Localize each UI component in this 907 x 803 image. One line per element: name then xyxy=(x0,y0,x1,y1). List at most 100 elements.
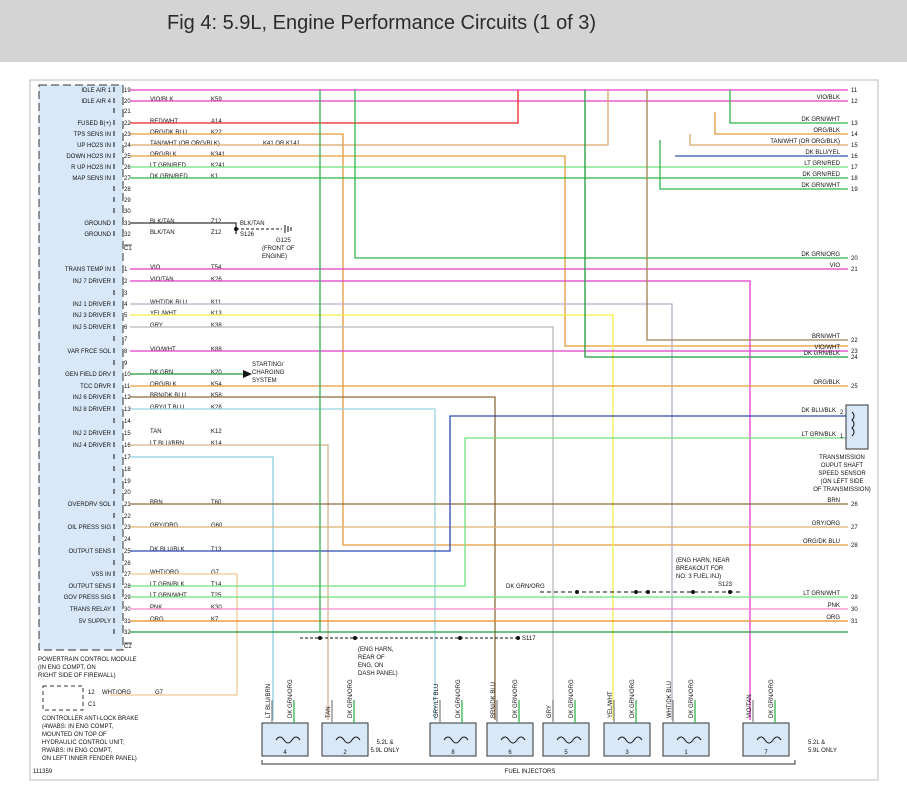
splice-dot xyxy=(458,636,462,640)
injector-wire-label: VIO/TAN xyxy=(747,694,753,718)
injector-box xyxy=(486,722,534,757)
pcm-pin-label: OVERDRV SOL xyxy=(68,502,112,508)
pcm-pin-number: 7 xyxy=(124,337,128,343)
wire-color-label: VIO xyxy=(150,265,161,271)
injector-coil-icon xyxy=(556,736,582,744)
wire-dk-grn-blk-24 xyxy=(584,90,848,358)
right-wire-number: 18 xyxy=(851,176,858,182)
abs-controller-box xyxy=(42,685,84,711)
starting-charging-label: STARTING/ xyxy=(252,362,284,368)
pcm-pin-label: MAP SENS IN xyxy=(72,176,111,182)
pcm-pin-number: 13 xyxy=(124,407,131,413)
pcm-pin-label: INJ 4 DRIVER xyxy=(73,443,112,449)
wire-gry xyxy=(130,326,554,720)
circuit-label: G7 xyxy=(211,570,220,576)
right-wire-color: DK GRN/WHT xyxy=(801,117,840,123)
arrow-icon xyxy=(243,370,252,378)
pcm-pin-label: R UP HO2S IN xyxy=(71,165,111,171)
wire-color-label: WHT/DK BLU xyxy=(150,300,187,306)
splice-s123-note: (ENG HARN, NEAR xyxy=(676,558,730,564)
pcm-pin-number: 2 xyxy=(124,279,128,285)
splice-wire-label: DK GRN/ORG xyxy=(506,584,545,590)
wire-color-label: DK GRN/RED xyxy=(150,174,188,180)
pcm-pin-number: 5 xyxy=(124,313,128,319)
wire-dk-blu-blk xyxy=(130,415,848,552)
wire-color-label: BLK/TAN xyxy=(150,219,175,225)
circuit-label: G60 xyxy=(211,523,223,529)
injectors-title: FUEL INJECTORS xyxy=(505,769,556,775)
wire-color-label: WHT/ORG xyxy=(150,570,179,576)
wire-color-label: PNK xyxy=(150,605,162,611)
injector-number: 1 xyxy=(684,750,688,756)
circuit-label: K58 xyxy=(211,393,222,399)
right-wire-color: DK GRN/BLK xyxy=(804,351,840,357)
pcm-pin-label: TRANS RELAY xyxy=(70,607,111,613)
pcm-pin-number: 32 xyxy=(124,232,131,238)
abs-wire: WHT/ORG xyxy=(102,690,131,696)
pcm-pin-label: GOV PRESS SIG xyxy=(64,595,112,601)
pcm-pin-number: 20 xyxy=(124,99,131,105)
wire-tan-wht-15 xyxy=(689,134,848,146)
pcm-pin-label: INJ 5 DRIVER xyxy=(73,325,112,331)
wire-color-label: ORG xyxy=(150,617,164,623)
pcm-pin-label: IDLE AIR 4 xyxy=(81,99,111,105)
injector-wire-label: DK GRN/ORG xyxy=(288,679,294,718)
pcm-pin-number: 1 xyxy=(124,267,128,273)
wire-color-label: VIO/WHT xyxy=(150,347,176,353)
right-wire-number: 12 xyxy=(851,99,858,105)
right-wire-color: DK GRN/RED xyxy=(802,172,840,178)
pcm-pin-label: TPS SENS IN xyxy=(74,132,111,138)
circuit-label: K241 xyxy=(211,163,226,169)
right-wire-color: DK GRN/ORG xyxy=(801,252,840,258)
wire-red-wht xyxy=(130,90,519,124)
abs-pin: 12 xyxy=(88,690,95,696)
trans-sensor-label: SPEED SENSOR xyxy=(818,471,866,477)
right-wire-color: GRY/ORG xyxy=(812,521,841,527)
circuit-label: K12 xyxy=(211,429,222,435)
pcm-pin-number: 15 xyxy=(124,431,131,437)
abs-label: MOUNTED ON TOP OF xyxy=(42,732,107,738)
wire-color-label: BRN xyxy=(150,500,163,506)
pcm-pin-number: 11 xyxy=(124,384,131,390)
right-wire-number: 19 xyxy=(851,187,858,193)
splice-s123-note: BREAKOUT FOR xyxy=(676,566,724,572)
wire-color-label: VIO/BLK xyxy=(150,97,173,103)
pcm-pin-label: OUTPUT SENS xyxy=(68,584,111,590)
pcm-pin-label: OIL PRESS SIG xyxy=(68,525,112,531)
trans-sensor-box xyxy=(845,404,869,450)
pcm-pin-number: 23 xyxy=(124,132,131,138)
injector-note-left: 5.2L & xyxy=(376,740,393,746)
injector-wire-label: DK GRN/ORG xyxy=(348,679,354,718)
injector-number: 5 xyxy=(564,750,568,756)
right-wire-color: LT GRN/WHT xyxy=(803,591,840,597)
trans-sensor-pin: 1 xyxy=(840,434,844,440)
right-wire-number: 14 xyxy=(851,132,858,138)
injector-number: 7 xyxy=(764,750,768,756)
splice-s117-note: REAR OF xyxy=(358,655,385,661)
wire-vio-tan xyxy=(130,280,751,720)
splice-s123-note: NO. 3 FUEL INJ) xyxy=(676,574,721,580)
injector-wire-label: DK GRN/ORG xyxy=(769,679,775,718)
right-wire-color: VIO xyxy=(830,263,841,269)
wire-wht-org xyxy=(110,573,238,696)
injector-wire-label: GRY xyxy=(547,705,553,718)
pcm-pin-label: GEN FIELD DRV xyxy=(65,372,111,378)
injector-coil-icon xyxy=(617,736,643,744)
splice-dot xyxy=(691,590,695,594)
wire-org-dk-blu xyxy=(130,133,848,546)
pcm-pin-number: 31 xyxy=(124,221,131,227)
right-wire-number: 27 xyxy=(851,525,858,531)
pcm-pin-number: 21 xyxy=(124,502,131,508)
injector-wire-label: LT BLU/BRN xyxy=(266,684,272,718)
sensor-coil-icon xyxy=(851,411,855,437)
wire-color-label: LT GRN/RED xyxy=(150,163,186,169)
injector-box xyxy=(662,722,710,757)
abs-label: HYDRAULIC CONTROL UNIT; xyxy=(42,740,124,746)
pcm-pin-number: 27 xyxy=(124,176,131,182)
splice-s117-note: DASH PANEL) xyxy=(358,671,398,677)
right-wire-number: 30 xyxy=(851,607,858,613)
injector-box xyxy=(321,722,369,757)
trans-sensor-label: TRANSMISSION xyxy=(819,455,865,461)
wire-dk-grn-org-20 xyxy=(354,90,848,259)
circuit-label: K30 xyxy=(211,605,222,611)
